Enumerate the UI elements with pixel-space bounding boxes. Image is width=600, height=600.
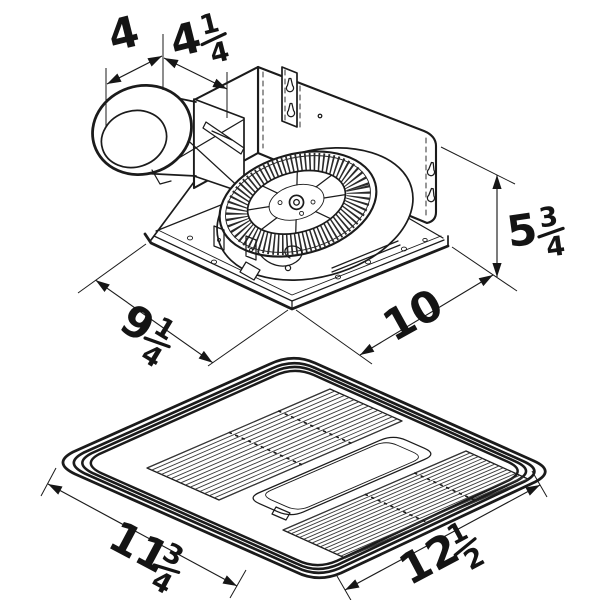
recess-clip-tab	[271, 506, 291, 521]
fraction-denominator: 4	[544, 230, 567, 263]
grille-center-recess	[252, 436, 432, 521]
arrowhead	[360, 343, 375, 355]
arrowhead	[492, 263, 502, 277]
dimension-line-housing-width	[359, 274, 494, 356]
extension-line	[40, 467, 57, 497]
extension-line	[440, 146, 516, 185]
fan-housing-view	[91, 65, 450, 311]
arrowhead	[164, 58, 179, 69]
extension-line	[207, 309, 289, 367]
dimension-line-housing-depth	[95, 279, 214, 364]
motor-bracket	[245, 235, 257, 261]
grille-view	[61, 356, 547, 580]
dimension-line-grille-width	[344, 484, 541, 591]
dimension-label-housing-height: 5 3 4	[504, 201, 567, 264]
arrowhead	[492, 175, 502, 189]
extension-line	[77, 243, 147, 294]
housing-duct-wall	[127, 65, 260, 241]
collar-tab	[151, 169, 172, 185]
arrowhead	[95, 280, 110, 292]
wheel-end-plate	[246, 169, 347, 235]
dimension-line-grille-depth	[47, 483, 238, 587]
arrowhead	[478, 275, 493, 287]
extension-line	[451, 246, 518, 292]
blower-assembly	[216, 147, 414, 281]
keyhole-slot	[286, 102, 296, 118]
arrowhead	[107, 73, 122, 84]
arrowhead	[345, 579, 360, 590]
keyhole-slot	[285, 77, 295, 93]
keyhole-slot	[426, 161, 436, 177]
wiring-connector	[239, 261, 261, 281]
duct-collar	[91, 83, 193, 185]
grille-louver-band-lower	[282, 450, 529, 559]
wheel-hub	[288, 194, 305, 211]
damper-flap-edge	[331, 240, 401, 273]
extension-line	[336, 575, 352, 600]
fraction-numerator: 3	[537, 201, 560, 234]
housing-side-flange	[281, 66, 298, 128]
motor-bracket	[213, 225, 225, 251]
housing-interior-details	[186, 225, 428, 281]
arrowhead	[525, 485, 540, 496]
arrowhead	[198, 350, 213, 363]
keyhole-slot	[426, 187, 436, 203]
extension-line	[229, 569, 247, 599]
blower-wheel-fins	[225, 152, 371, 256]
fraction: 3 4	[537, 201, 567, 264]
grille-louver-band-upper	[146, 388, 403, 501]
wire	[257, 245, 303, 267]
arrowhead	[212, 78, 227, 89]
arrowhead	[147, 56, 162, 67]
arrowhead	[48, 484, 63, 495]
extension-line	[295, 309, 373, 365]
wheel-spokes	[247, 170, 347, 234]
extension-line	[531, 470, 548, 498]
dimension-value: 5	[504, 204, 541, 258]
arrowhead	[222, 575, 237, 586]
